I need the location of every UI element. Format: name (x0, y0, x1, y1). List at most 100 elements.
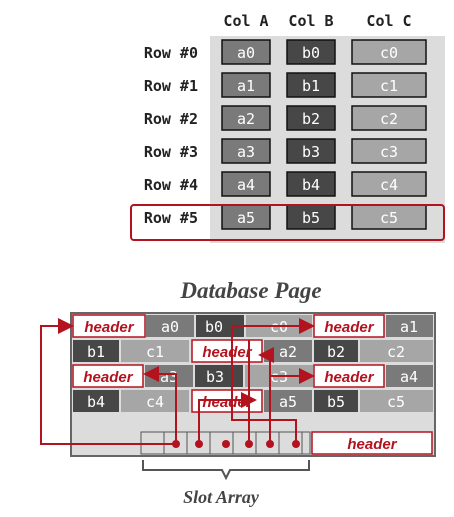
page-line-3: header a3 b3 c3 header a4 (72, 364, 433, 388)
pointer-arrow (40, 318, 176, 445)
table-cell-value: c1 (380, 77, 398, 95)
page-title: Database Page (179, 278, 321, 303)
pointer-arrow (198, 392, 257, 444)
table-cell-value: c0 (380, 44, 398, 62)
table-cell (286, 171, 336, 197)
pointer-dot (195, 440, 203, 448)
table-cell-value: a0 (237, 44, 255, 62)
cell-b4-block (73, 390, 119, 412)
table-cell (221, 72, 271, 98)
pointer-arrow (269, 368, 315, 444)
table-cell-value: c3 (380, 143, 398, 161)
cell-c2-label: c2 (387, 343, 405, 361)
row-label: Row #5 (144, 209, 198, 227)
table-cell-value: a1 (237, 77, 255, 95)
table-cell-value: b0 (302, 44, 320, 62)
cell-a0-label: a0 (161, 318, 179, 336)
table-cell (221, 105, 271, 131)
page-header-block (311, 431, 433, 455)
pointer-dot (245, 440, 253, 448)
cell-b1-label: b1 (87, 343, 105, 361)
pointer-arrow (231, 318, 315, 444)
cell-a5-block (264, 390, 312, 412)
slot-cell (301, 431, 311, 455)
cell-a2-block (264, 340, 312, 362)
table-cell (286, 138, 336, 164)
cell-a4-label: a4 (400, 368, 418, 386)
table-cell-value: c2 (380, 110, 398, 128)
cell-b5-label: b5 (327, 393, 345, 411)
table-cell (286, 39, 336, 65)
pointer-dot (266, 440, 274, 448)
cell-b4-label: b4 (87, 393, 105, 411)
row-label: Row #1 (144, 77, 198, 95)
table-cell (351, 204, 427, 230)
row-label: Row #4 (144, 176, 198, 194)
row-label: Row #0 (144, 44, 198, 62)
table-cell (351, 105, 427, 131)
table-cell (286, 105, 336, 131)
highlighted-row-outline (130, 204, 445, 241)
cell-a5-label: a5 (279, 393, 297, 411)
column-header-c: Col C (366, 12, 411, 30)
cell-c5-label: c5 (387, 393, 405, 411)
table-cell (286, 204, 336, 230)
table-cell (351, 171, 427, 197)
table-cell-value: b2 (302, 110, 320, 128)
cell-a2-label: a2 (279, 343, 297, 361)
table-cell (351, 138, 427, 164)
database-page-section: Database Page header a0 b0 c0 header a1 … (40, 278, 436, 507)
table-cell-value: c5 (380, 209, 398, 227)
page-line-1: header a0 b0 c0 header a1 (72, 314, 433, 338)
table-cell (286, 72, 336, 98)
cell-c4-label: c4 (146, 393, 164, 411)
tuple-header-label: header (324, 319, 374, 336)
cell-a1-label: a1 (400, 318, 418, 336)
tuple-header-label: header (84, 319, 134, 336)
cell-b0-label: b0 (205, 318, 223, 336)
cell-b2-label: b2 (327, 343, 345, 361)
column-header-a: Col A (223, 12, 268, 30)
pointer-dot (292, 440, 300, 448)
slot-pointers (40, 318, 315, 445)
slot-array-label: Slot Array (183, 487, 260, 507)
table-cell-value: a4 (237, 176, 255, 194)
row-label: Row #3 (144, 143, 198, 161)
table-cell (351, 72, 427, 98)
table-cell-value: a2 (237, 110, 255, 128)
table-cell-value: b5 (302, 209, 320, 227)
pointer-dot (172, 440, 180, 448)
cell-c2-block (360, 340, 433, 362)
column-header-b: Col B (288, 12, 333, 30)
cell-b1-block (73, 340, 119, 362)
cell-a4-block (386, 365, 433, 387)
cell-a0-block (146, 315, 194, 337)
table-cell-value: b1 (302, 77, 320, 95)
slot-array-brace (142, 460, 310, 481)
page-header-label: header (347, 436, 397, 453)
pointer-dot (222, 440, 230, 448)
slot-pointer-dots (172, 440, 300, 448)
cell-b5-block (314, 390, 358, 412)
pointer-arrow (143, 366, 177, 444)
tuple-header-label: header (324, 369, 374, 386)
cell-c4-block (121, 390, 189, 412)
tuple-header-label: header (202, 344, 252, 361)
cell-b2-block (314, 340, 358, 362)
table-cell-value: a5 (237, 209, 255, 227)
table-cell-value: c4 (380, 176, 398, 194)
tuple-header-label: header (202, 394, 252, 411)
cell-a3-label: a3 (160, 368, 178, 386)
cell-c5-block (360, 390, 433, 412)
table-cell (221, 171, 271, 197)
table-cell (221, 39, 271, 65)
row-label: Row #2 (144, 110, 198, 128)
table-cell-value: a3 (237, 143, 255, 161)
table-cell-value: b3 (302, 143, 320, 161)
tuple-header-label: header (83, 369, 133, 386)
table-cell (221, 204, 271, 230)
table-cell (221, 138, 271, 164)
